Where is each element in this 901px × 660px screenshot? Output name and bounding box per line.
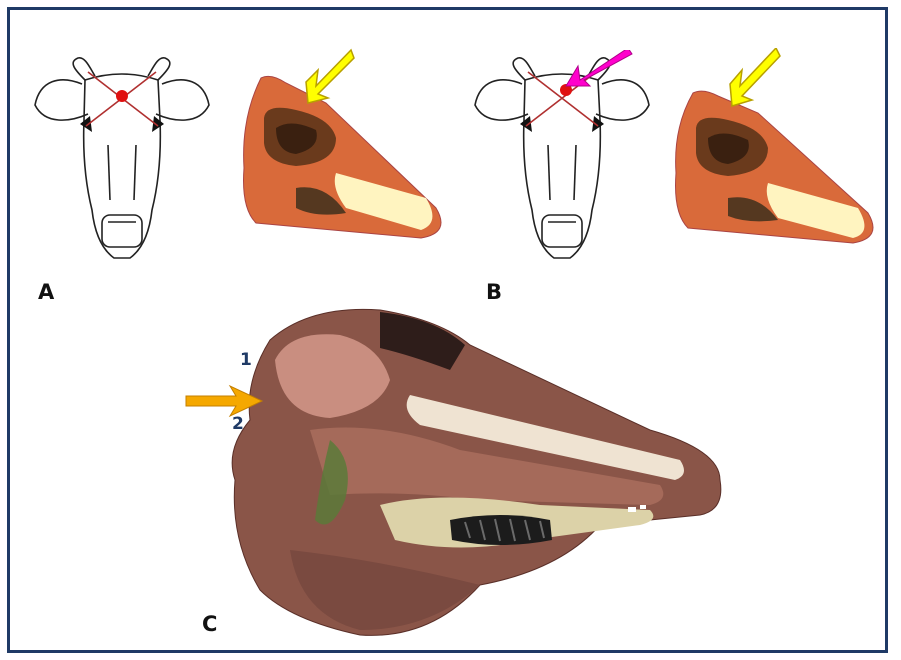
panel-label-c: C [202, 612, 217, 636]
target-dot [116, 90, 128, 102]
marker-1: 1 [240, 350, 252, 370]
marker-2: 2 [232, 414, 244, 434]
head-section-image-a [236, 48, 456, 248]
orange-arrow-icon [184, 384, 264, 418]
cow-head-diagram-a [30, 50, 215, 265]
panel-label-a: A [38, 280, 54, 304]
head-sagittal-section-image [180, 300, 740, 645]
cow-head-diagram-b [470, 50, 655, 265]
head-section-image-b [668, 48, 888, 248]
yellow-arrow-icon [306, 50, 354, 103]
yellow-arrow-icon [730, 48, 780, 106]
